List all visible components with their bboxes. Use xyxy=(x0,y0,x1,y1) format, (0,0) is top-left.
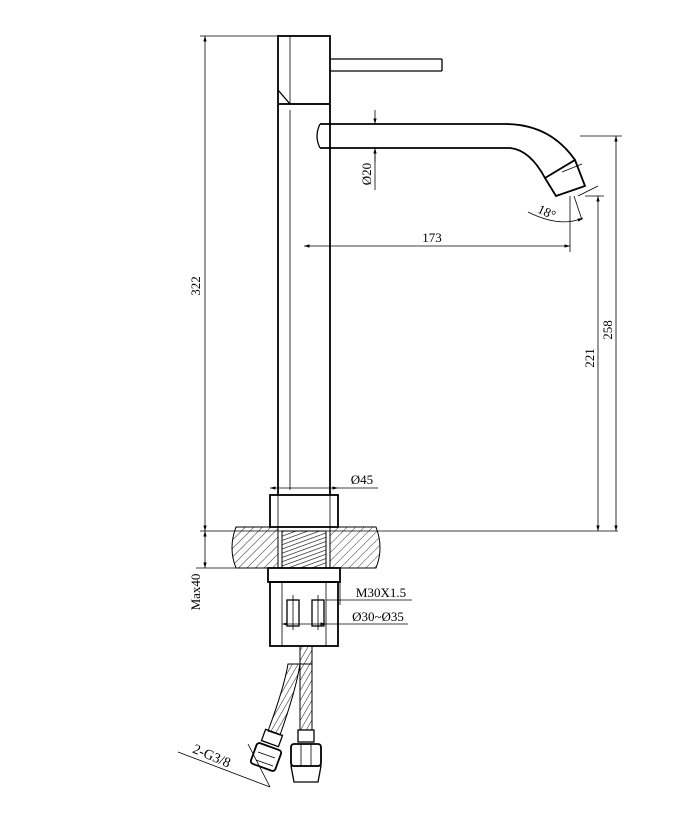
dimension-labels: 322 Ø20 18° 173 221 258 Ø45 Max40 M30X1.… xyxy=(188,163,615,772)
supply-hoses xyxy=(249,645,322,783)
label-deck-thickness: Max40 xyxy=(188,574,203,611)
label-spout-diameter: Ø20 xyxy=(359,163,374,185)
label-spout-angle: 18° xyxy=(535,201,558,222)
hose-nut-left xyxy=(249,728,284,772)
label-hole-diameter: Ø30~Ø35 xyxy=(352,609,404,624)
label-hose-connection: 2-G3/8 xyxy=(190,742,232,771)
label-body-diameter: Ø45 xyxy=(351,472,373,487)
label-spout-height: 258 xyxy=(600,320,615,340)
faucet-body xyxy=(269,35,443,528)
label-spout-clearance: 221 xyxy=(582,348,597,368)
label-thread: M30X1.5 xyxy=(356,585,406,600)
dimension-lines xyxy=(177,35,622,788)
deck-section xyxy=(200,526,618,569)
hose-nut-right xyxy=(290,729,322,783)
spout xyxy=(316,123,587,198)
label-total-height: 322 xyxy=(188,276,203,296)
label-spout-reach: 173 xyxy=(422,230,442,245)
mounting-hardware xyxy=(267,567,341,647)
